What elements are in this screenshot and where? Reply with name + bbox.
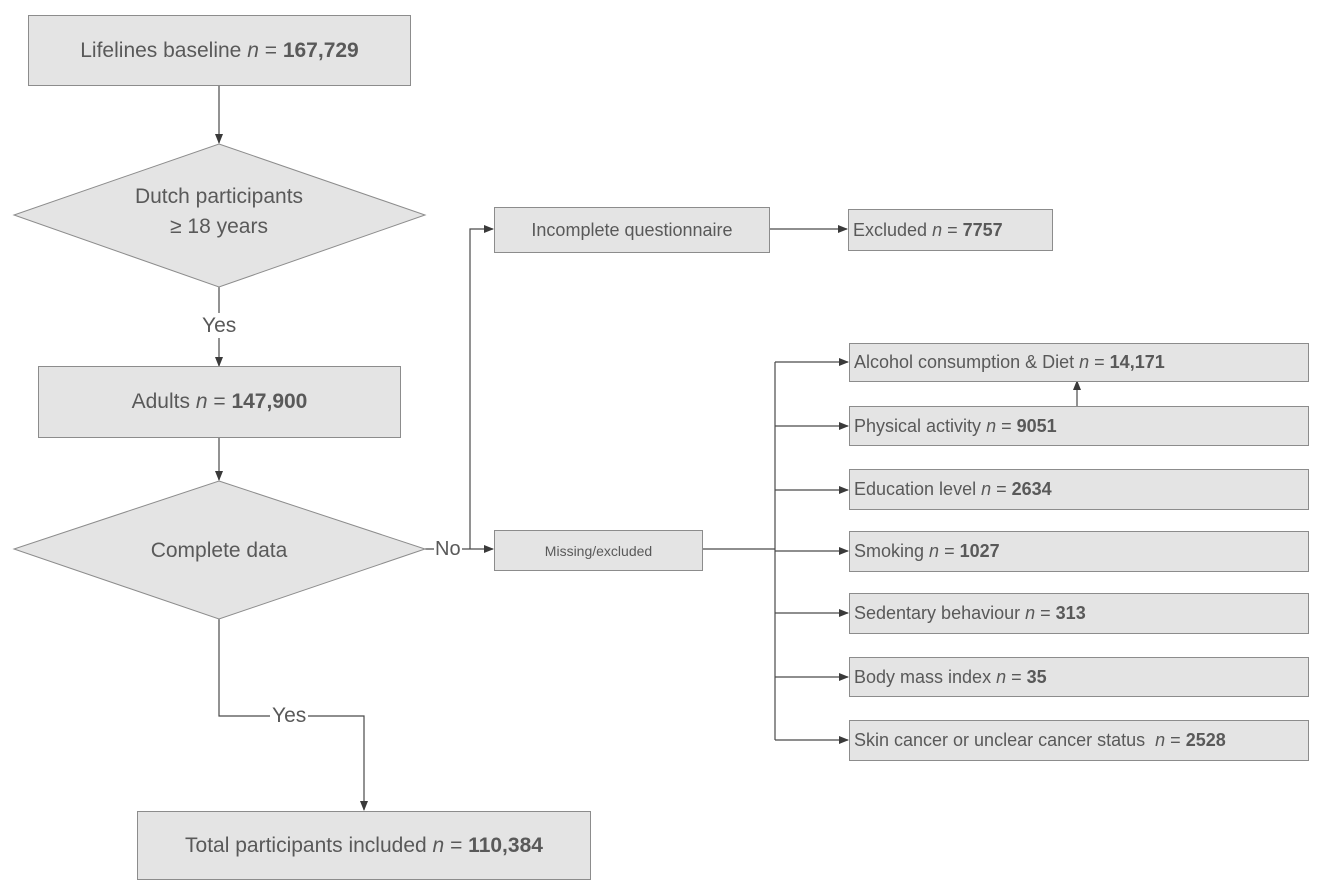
exclusion-physical-activity: Physical activity n = 9051 bbox=[849, 406, 1309, 446]
complete-data-label: Complete data bbox=[150, 539, 288, 562]
baseline-text: Lifelines baseline n = 167,729 bbox=[80, 38, 359, 62]
edge-to-incomplete bbox=[469, 225, 494, 549]
exclusion-skin-cancer: Skin cancer or unclear cancer status n =… bbox=[849, 720, 1309, 761]
exclusion-sedentary-behaviour: Sedentary behaviour n = 313 bbox=[849, 593, 1309, 634]
excluded-text: Excluded n = 7757 bbox=[853, 219, 1003, 240]
edge-label-yes-2: Yes bbox=[270, 704, 309, 727]
missing-excluded-box: Missing/excluded bbox=[494, 530, 703, 571]
missing-excluded-text: Missing/excluded bbox=[544, 542, 653, 559]
complete-data-diamond bbox=[12, 480, 427, 620]
adults-box: Adults n = 147,900 bbox=[38, 366, 401, 438]
exclusion-education-level: Education level n = 2634 bbox=[849, 469, 1309, 510]
dutch-participants-label: Dutch participants ≥ 18 years bbox=[134, 185, 304, 239]
incomplete-questionnaire-text: Incomplete questionnaire bbox=[531, 219, 733, 240]
exclusion-body-mass-index: Body mass index n = 35 bbox=[849, 657, 1309, 697]
dutch-participants-diamond bbox=[12, 143, 427, 288]
exclusion-smoking: Smoking n = 1027 bbox=[849, 531, 1309, 572]
edge-label-yes-1: Yes bbox=[200, 313, 239, 338]
exclusion-alcohol-diet: Alcohol consumption & Diet n = 14,171 bbox=[849, 343, 1309, 382]
total-participants-box: Total participants included n = 110,384 bbox=[137, 811, 591, 880]
incomplete-questionnaire-box: Incomplete questionnaire bbox=[494, 207, 770, 253]
total-participants-text: Total participants included n = 110,384 bbox=[185, 833, 543, 857]
baseline-box: Lifelines baseline n = 167,729 bbox=[28, 15, 411, 86]
edge-label-no: No bbox=[434, 538, 462, 560]
excluded-box: Excluded n = 7757 bbox=[848, 209, 1053, 251]
adults-text: Adults n = 147,900 bbox=[131, 390, 308, 413]
